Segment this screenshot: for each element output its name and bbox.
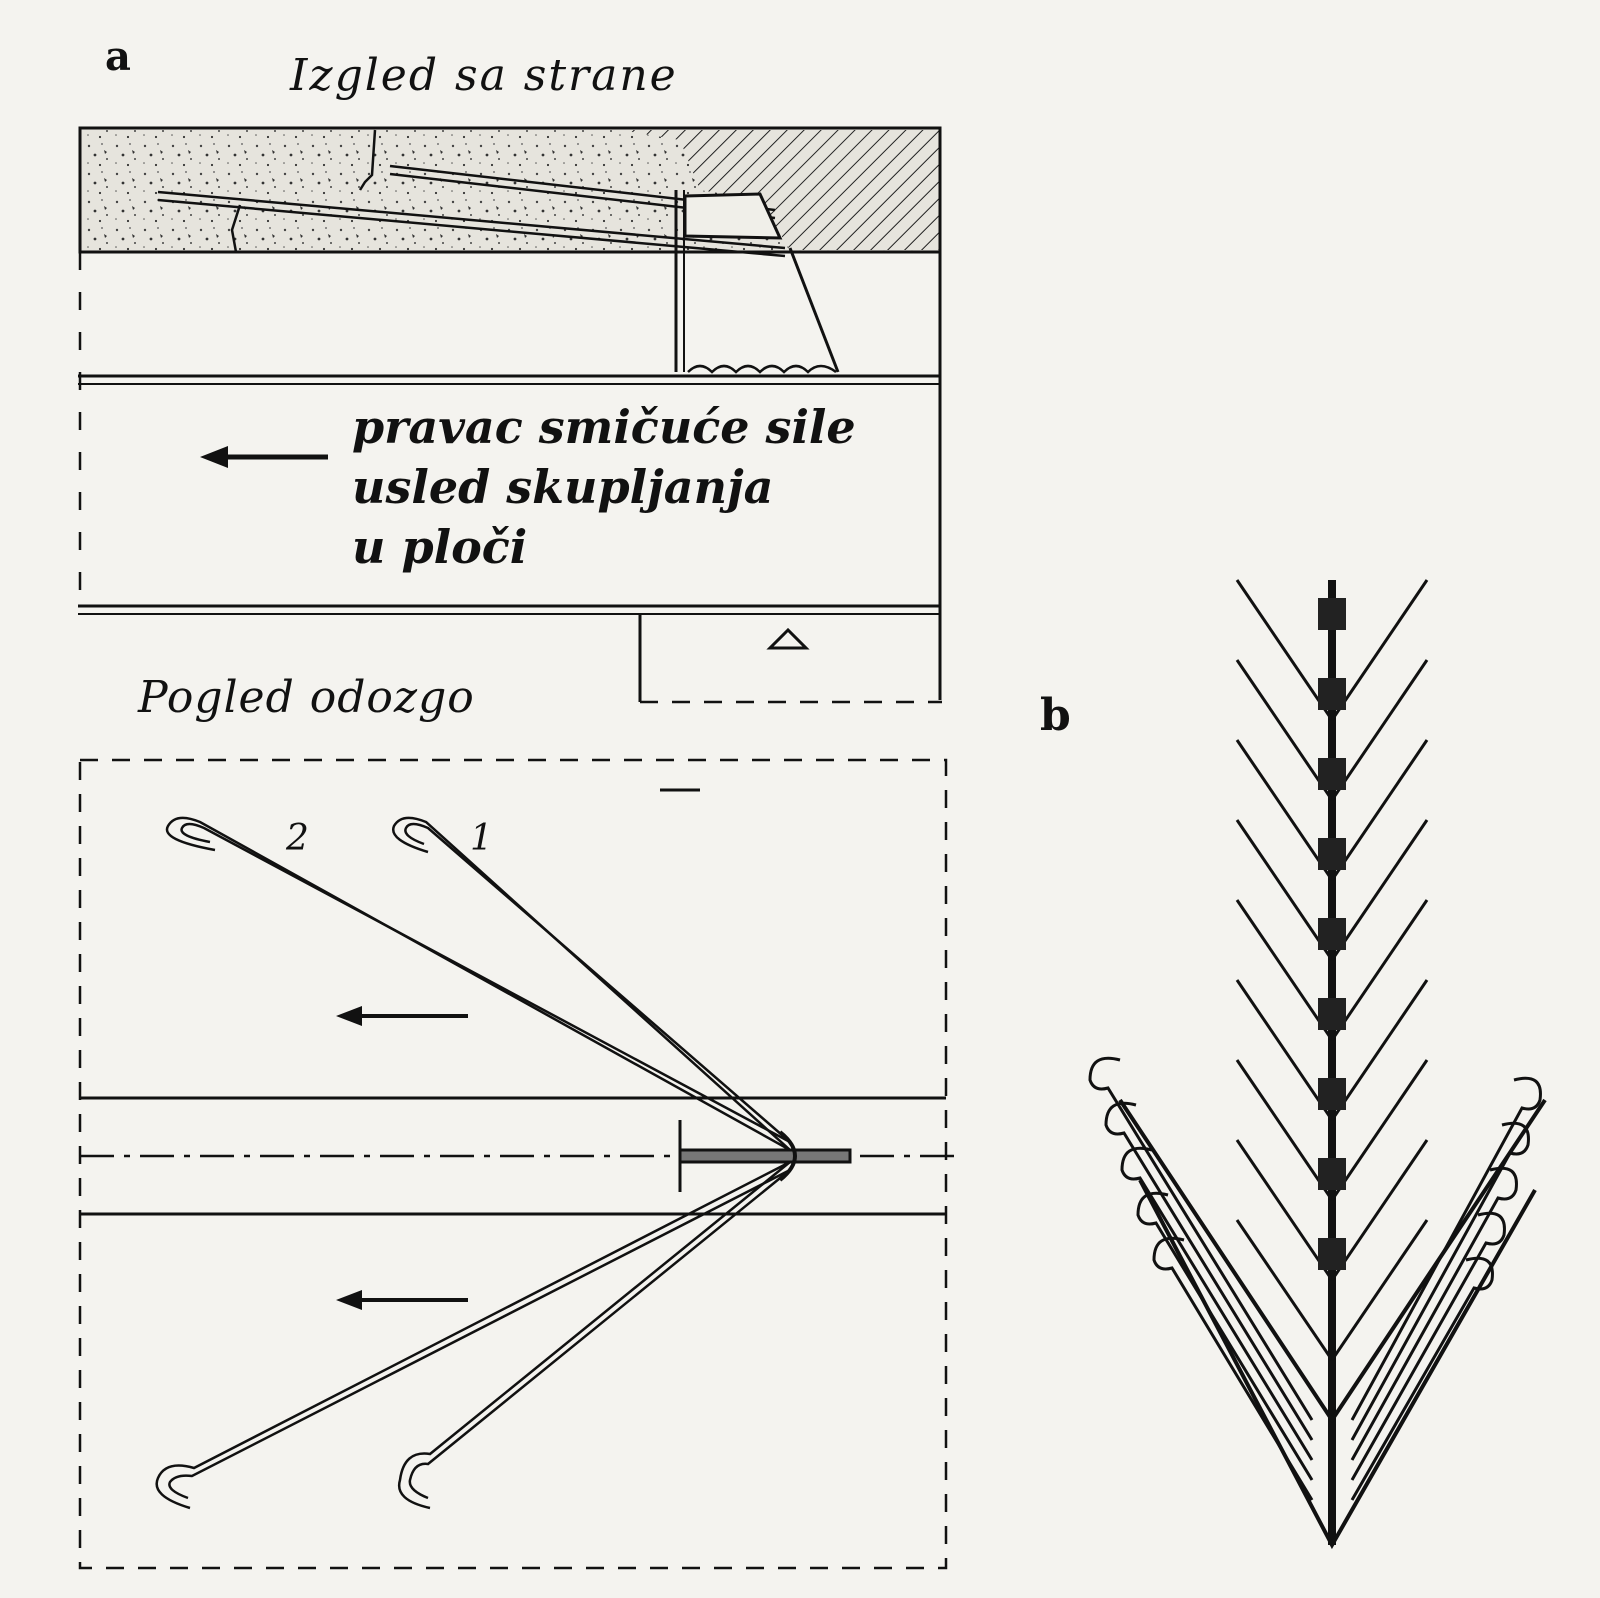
top-anchor-bar-1-lower <box>397 1161 791 1510</box>
bar-label-1: 1 <box>470 818 493 859</box>
side-view-title: Izgled sa strane <box>289 50 678 101</box>
fishbone-branch-left <box>1235 1059 1334 1201</box>
top-anchor-bar-2-upper <box>165 816 791 1152</box>
side-view <box>78 126 942 704</box>
fishbone-branch-left <box>1235 899 1334 1041</box>
top-force-arrow-upper <box>336 1006 468 1026</box>
spine-clamp <box>1318 678 1346 710</box>
side-anchor-bar-2 <box>157 190 786 258</box>
fishbone-branch-left <box>1235 659 1334 801</box>
fishbone-branch-left <box>1235 819 1334 961</box>
spine-clamp <box>1318 1078 1346 1110</box>
fishbone-branch-right <box>1330 739 1429 881</box>
hooked-bar-right <box>1350 1076 1542 1421</box>
spine-clamp <box>1318 598 1346 630</box>
weld-seam <box>687 364 837 374</box>
top-anchor-bar-2-lower <box>155 1160 791 1510</box>
fishbone-branch-left <box>1235 1219 1334 1361</box>
hooked-bar-right <box>1350 1211 1506 1481</box>
panel-b-letter: b <box>1040 690 1071 741</box>
fishbone-branch-right <box>1330 579 1429 721</box>
force-note-line-3: u ploči <box>352 520 527 574</box>
bar-label-2: 2 <box>285 818 309 859</box>
force-note-line-2: usled skupljanja <box>352 460 773 514</box>
hooked-bar-right <box>1350 1121 1530 1441</box>
hooked-bar-left <box>1120 1146 1314 1461</box>
spine-clamp <box>1318 1238 1346 1270</box>
hooked-bar-right <box>1350 1166 1518 1461</box>
panel-b: b <box>1040 579 1547 1550</box>
spine-clamp <box>1318 1158 1346 1190</box>
fishbone-branch-right <box>1330 819 1429 961</box>
force-note-line-1: pravac smičuće sile <box>352 400 856 454</box>
support-triangle <box>766 627 810 650</box>
top-view: Pogled odozgo <box>78 672 960 1570</box>
fishbone-branch-right <box>1330 1219 1429 1361</box>
fishbone-branch-right <box>1330 899 1429 1041</box>
fishbone-anchor-group <box>1088 579 1547 1550</box>
stud-top-view <box>678 1120 852 1192</box>
slab-hatched-zone <box>620 130 940 250</box>
fishbone-branch-left <box>1235 579 1334 721</box>
top-view-outline <box>78 758 948 1570</box>
top-anchor-bar-1-upper <box>391 816 791 1151</box>
fishbone-branch-left <box>1235 1139 1334 1281</box>
fishbone-branch-right <box>1330 979 1429 1121</box>
bar-apex-bend <box>778 1130 797 1182</box>
panel-a-letter: a <box>105 33 131 80</box>
inclined-strut <box>788 247 840 373</box>
slab-joint-lower <box>230 204 242 253</box>
fishbone-branch-right <box>1330 1059 1429 1201</box>
spine-clamp <box>1318 998 1346 1030</box>
fishbone-branch-left <box>1235 739 1334 881</box>
spine-clamp <box>1318 918 1346 950</box>
hooked-bar-left <box>1088 1056 1314 1421</box>
panel-a: a Izgled sa strane <box>78 33 942 704</box>
hooked-bar-left <box>1104 1101 1314 1441</box>
slab-joint <box>358 129 377 191</box>
hooked-bar-left <box>1152 1236 1314 1501</box>
fishbone-branch-right <box>1330 659 1429 801</box>
force-arrow-left <box>200 446 328 468</box>
hooked-bar-left <box>1136 1191 1314 1481</box>
fishbone-branch-right <box>1330 1139 1429 1281</box>
top-force-arrow-lower <box>336 1290 468 1310</box>
fishbone-lower-v-outer <box>1118 1098 1547 1424</box>
top-view-title: Pogled odozgo <box>137 672 475 723</box>
fishbone-branch-left <box>1235 979 1334 1121</box>
spine-clamp <box>1318 758 1346 790</box>
hooked-bar-right <box>1350 1256 1494 1501</box>
spine-clamp <box>1318 838 1346 870</box>
